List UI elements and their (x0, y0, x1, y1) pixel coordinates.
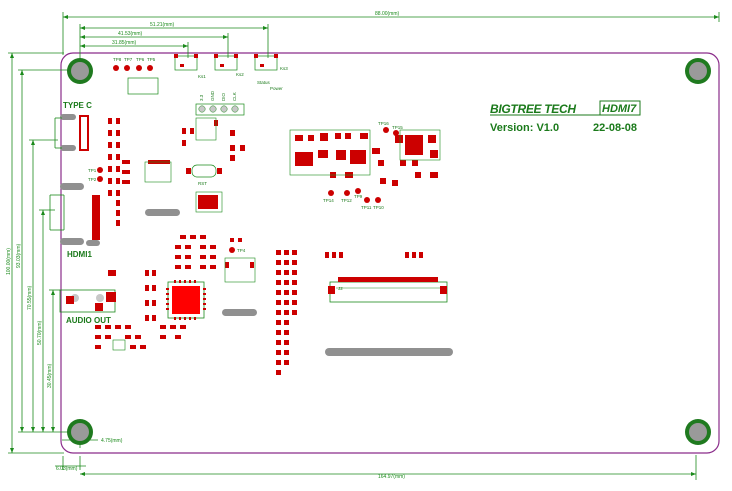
dim-left-overall: 100.00(mm) (6, 248, 12, 275)
dim-bottom-small: 6.03(mm) (56, 466, 78, 472)
tp-right-4: TP11 (361, 205, 372, 210)
tp-left-1: TP2 (88, 177, 97, 182)
mounting-hole-top-right (685, 58, 711, 84)
fpc-connector: J2 (328, 277, 448, 303)
dim-left-d3: 50.70(mm) (37, 320, 43, 345)
type-c-connector (54, 114, 89, 151)
ks1-label: Ks1 (198, 74, 206, 79)
tp-left-0: TP1 (88, 168, 97, 173)
board-outline (60, 52, 720, 454)
tp-right-5: TP10 (373, 205, 384, 210)
tp-right-6: TP9 (354, 194, 363, 199)
dim-top-d2: 41.53(mm) (118, 31, 143, 37)
status-label: Status (257, 80, 271, 85)
tp-right-3: TP12 (341, 198, 352, 203)
version-text: Version: V1.0 (490, 122, 559, 134)
date-text: 22-08-08 (593, 122, 637, 134)
dim-left-d1: 93.03(mm) (16, 243, 22, 268)
dimension-lines (8, 12, 720, 480)
component-pads (95, 118, 438, 375)
rst-label: RST (198, 181, 207, 186)
dim-top-overall: 88.00(mm) (375, 11, 400, 17)
swd-2: DIO (221, 93, 226, 102)
slot-3 (325, 348, 453, 356)
mounting-holes (67, 58, 711, 445)
test-points-right: TP16 TP15 TP14 TP12 TP11 TP10 TP9 (323, 121, 403, 210)
slot-1 (145, 209, 180, 216)
dim-left-d4: 30.45(mm) (47, 363, 53, 388)
dim-top-d1: 51.21(mm) (150, 22, 175, 28)
tp-right-1: TP15 (392, 125, 403, 130)
component-outlines (112, 117, 441, 351)
ks-buttons: Ks1 Ks2 Ks3 Status Power (174, 54, 288, 91)
audio-label: AUDIO OUT (66, 316, 111, 325)
mounting-hole-bottom-left (67, 419, 93, 445)
type-c-label: TYPE C (63, 101, 92, 110)
ks2-label: Ks2 (236, 72, 244, 77)
model-text: HDMI7 (602, 103, 637, 115)
dim-top-d3: 31.85(mm) (112, 40, 137, 46)
tp-top-0: TP8 (113, 57, 122, 62)
tp-top-1: TP7 (124, 57, 133, 62)
swd-1: GND (210, 90, 215, 101)
tp-mid: TP4 (237, 248, 246, 253)
swd-0: 3.3 (199, 94, 204, 101)
j2-label: J2 (338, 286, 343, 291)
tp-top-3: TP5 (147, 57, 156, 62)
brand-block: BIGTREE TECH HDMI7 Version: V1.0 22-08-0… (490, 100, 641, 134)
tp-right-2: TP14 (323, 198, 334, 203)
hdmi-connector (49, 183, 100, 246)
brand-text: BIGTREE TECH (490, 102, 576, 116)
hdmi-label: HDMI1 (67, 250, 92, 259)
power-label: Power (270, 86, 283, 91)
mounting-hole-top-left (67, 58, 93, 84)
mcu-chip (166, 280, 206, 320)
dim-hole-offset: 4.75(mm) (101, 438, 123, 444)
ks3-label: Ks3 (280, 66, 288, 71)
tp-top-2: TP6 (136, 57, 145, 62)
swd-header: 3.3 GND DIO CLK (195, 90, 245, 116)
mounting-hole-bottom-right (685, 419, 711, 445)
swd-3: CLK (232, 92, 237, 101)
tp-right-0: TP16 (378, 121, 389, 126)
slot-2 (222, 309, 257, 316)
dimension-arrows (10, 15, 719, 476)
rst-button: RST (186, 164, 222, 186)
test-points-top: TP8 TP7 TP6 TP5 (113, 57, 159, 95)
dim-bottom-long: 164.97(mm) (378, 474, 405, 480)
audio-jack (59, 289, 116, 313)
dim-left-d2: 70.55(mm) (27, 285, 33, 310)
